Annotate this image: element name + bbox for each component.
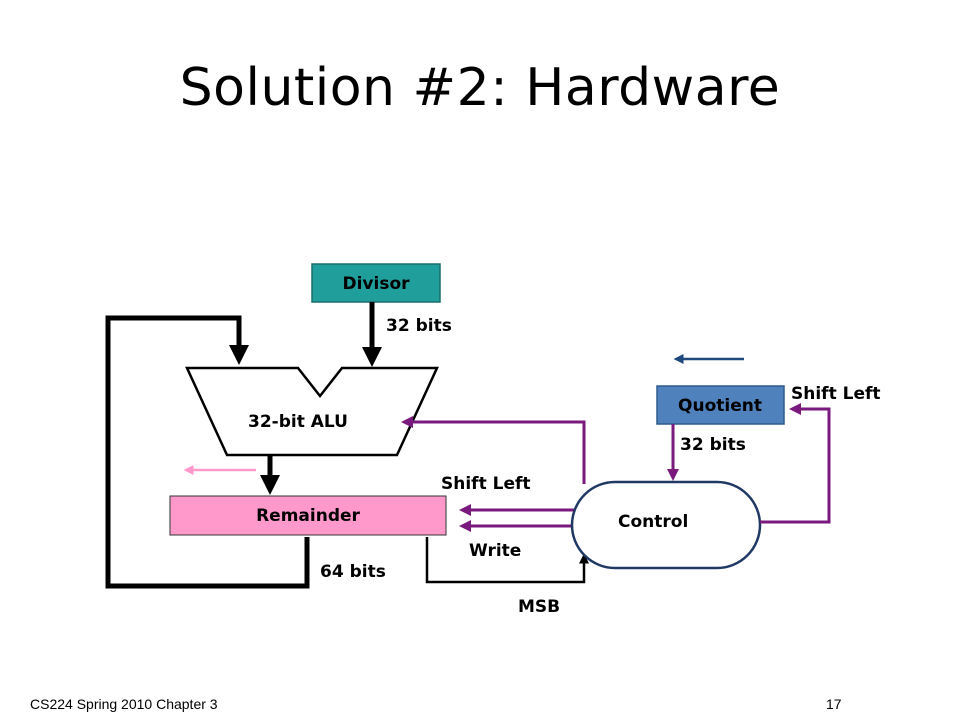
footer-course-text: CS224 Spring 2010 Chapter 3 [30, 696, 218, 712]
alu-label: 32-bit ALU [248, 412, 348, 432]
divisor-register: Divisor [311, 263, 441, 303]
control-label: Control [618, 512, 688, 532]
quotient-register: Quotient [656, 385, 785, 425]
quotient-label: Quotient [678, 396, 762, 416]
remainder-write-label: Write [469, 541, 521, 561]
page-number: 17 [826, 696, 842, 712]
control-shift-quotient-line [760, 403, 831, 524]
remainder-register: Remainder [169, 495, 447, 536]
quotient-shift-label: Shift Left [791, 384, 881, 404]
remainder-feedback-path [105, 315, 310, 589]
slide-title: Solution #2: Hardware [179, 58, 781, 118]
remainder-bits-label: 64 bits [320, 562, 386, 582]
msb-label: MSB [518, 597, 560, 617]
alu: 32-bit ALU [185, 366, 439, 457]
remainder-shift-label: Shift Left [441, 474, 531, 494]
remainder-label: Remainder [256, 506, 360, 526]
control-to-alu-line [401, 416, 586, 484]
control-unit: Control [570, 480, 762, 570]
msb-line [425, 537, 589, 584]
divisor-bits-label: 32 bits [386, 316, 452, 336]
quotient-bits-label: 32 bits [680, 435, 746, 455]
divisor-label: Divisor [342, 274, 410, 294]
